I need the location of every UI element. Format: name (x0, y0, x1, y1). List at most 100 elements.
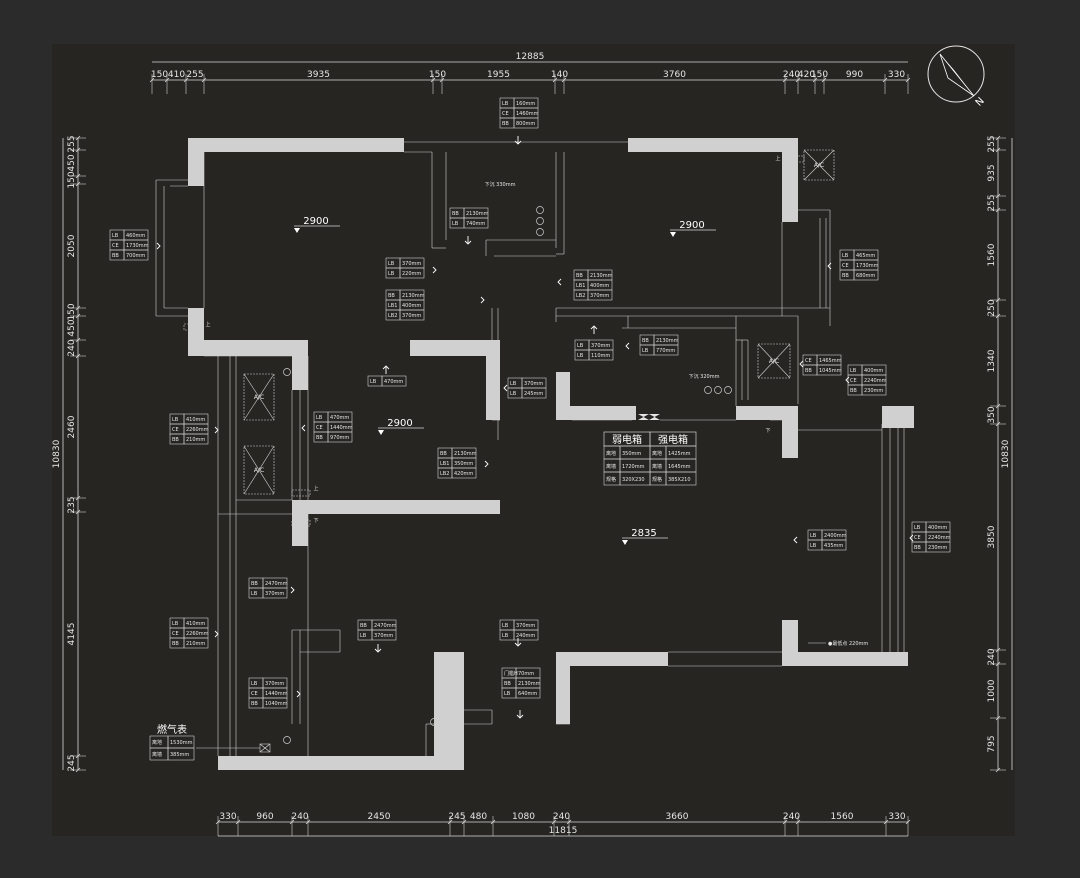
dim-slash (995, 193, 1001, 199)
note-down: 下 (765, 428, 770, 434)
dim-slash (235, 819, 241, 825)
dim-slash (782, 77, 788, 83)
dim-label: 410 (168, 70, 185, 80)
level-value: 2900 (679, 220, 704, 231)
dim-label: 150 (429, 70, 446, 80)
tag-key: LB (510, 391, 517, 397)
tag-key: LB (360, 633, 367, 639)
ac-diag (243, 445, 275, 495)
dim-label: 240 (291, 812, 308, 822)
dim-slash (164, 77, 170, 83)
dim-label: 255 (67, 135, 77, 152)
tag-value: 470mm (330, 415, 349, 421)
dim-label: 990 (846, 70, 863, 80)
tag-key: LB (251, 681, 258, 687)
tag-value: 2130mm (466, 211, 489, 217)
level-marker-bedroom: 2900 (294, 216, 340, 233)
wall-segment (782, 406, 798, 458)
tag-key: CE (112, 243, 119, 249)
level-marker-living: 2900 (670, 220, 716, 237)
tag-key: LB (502, 633, 509, 639)
tag-arrow-icon (625, 342, 630, 350)
dim-label: 330 (219, 812, 236, 822)
dim-slash (305, 819, 311, 825)
dim-label: 245 (67, 754, 77, 771)
dim-label: 3760 (663, 70, 686, 80)
dim-slash (905, 819, 911, 825)
tag-key: LB (502, 101, 509, 107)
dim-label: 150 (151, 70, 168, 80)
left-dimensions: 2554501502050150450240246023541452451083… (52, 135, 86, 773)
tag-arrow-icon (516, 710, 524, 719)
dim-slash (149, 77, 155, 83)
wall-segment (188, 138, 404, 152)
outlet-symbol (183, 323, 203, 331)
dim-slash (551, 819, 557, 825)
tag-cell (399, 309, 425, 321)
ac-label: A/C (769, 358, 779, 365)
tag-arrow-icon (382, 365, 390, 374)
tag-value: 370mm (590, 293, 609, 299)
tag-arrow-icon (909, 534, 914, 542)
dim-slash (995, 715, 1001, 721)
dim-slash (215, 819, 221, 825)
dim-slash (75, 753, 81, 759)
tag-key: CE (316, 425, 323, 431)
dim-slash (75, 181, 81, 187)
tag-value: 470mm (384, 379, 403, 385)
wall-segment (292, 500, 500, 514)
dim-total-label: 11815 (549, 826, 578, 836)
ac-label: A/C (254, 467, 264, 474)
tag-cell (463, 217, 489, 229)
dim-slash (995, 207, 1001, 213)
table-cell-text: 规格 (652, 476, 662, 483)
ac-label: A/C (814, 162, 824, 169)
level-value: 2900 (303, 216, 328, 227)
tag-cell (262, 587, 288, 599)
wall-segment (882, 406, 914, 428)
tag-key: LB (251, 591, 258, 597)
tag-arrow-icon (156, 242, 161, 250)
outlet-symbol (763, 407, 783, 415)
tag-cell (327, 431, 353, 443)
tag-cell (816, 364, 842, 376)
tag-cell (861, 384, 887, 396)
tag-key: LB (112, 233, 119, 239)
tag-key: LB (850, 368, 857, 374)
dim-slash (821, 77, 827, 83)
tag-value: 680mm (856, 273, 875, 279)
tag-key: BB (504, 681, 511, 687)
table-cell-text: 离墙 (606, 463, 616, 470)
tag-value: 2240mm (864, 378, 887, 384)
fixture-circle (430, 718, 438, 726)
tag-value: 70mm (518, 671, 534, 677)
tag-value: 1440mm (265, 691, 288, 697)
dim-label: 330 (888, 812, 905, 822)
right-dimensions: 2559352551560250134035038502401000795108… (987, 135, 1013, 773)
tag-cell (381, 375, 407, 387)
tag-arrow-icon (799, 360, 804, 368)
dim-label: 2050 (67, 234, 77, 257)
tag-value: 160mm (516, 101, 535, 107)
tag-value: 1460mm (516, 111, 539, 117)
walls (188, 138, 914, 770)
ac-box (243, 445, 275, 495)
level-marker-hall: 2835 (622, 528, 668, 545)
fixture-circle (283, 368, 291, 376)
dim-slash (75, 305, 81, 311)
tag-arrow-icon (480, 296, 485, 304)
tag-value: 1040mm (265, 701, 288, 707)
dim-slash (782, 819, 788, 825)
dim-slash (75, 767, 81, 773)
tag-key: CE (251, 691, 258, 697)
outlet-symbol (785, 155, 805, 163)
tag-key: LB (316, 415, 323, 421)
note-up: 上 (775, 155, 780, 162)
dim-slash (566, 819, 572, 825)
tag-value: 230mm (864, 388, 883, 394)
tag-arrow-icon (484, 460, 489, 468)
